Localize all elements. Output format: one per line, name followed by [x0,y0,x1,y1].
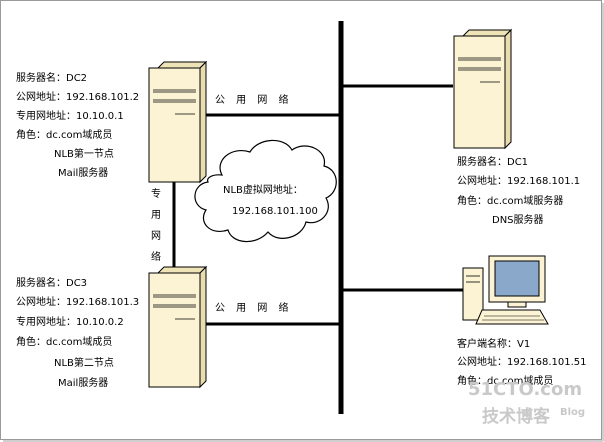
dc3-private-ip: 专用网地址：10.10.0.2 [16,317,124,328]
dc2-role: 角色：dc.com域成员 [16,130,113,141]
cloud-address: 192.168.101.100 [232,206,318,217]
v1-name: 客户端名称：V1 [457,339,531,350]
server-dc3-icon [148,265,208,389]
public-network-label-bottom: 公 用 网 络 [215,303,293,314]
v1-role: 角色：dc.com域成员 [457,376,554,387]
private-network-label-char-3: 网 [151,231,161,242]
v1-public-ip: 公网地址：192.168.101.51 [457,357,587,368]
dc3-nlb-node: NLB第二节点 [54,358,114,369]
server-dc2-icon [148,60,208,184]
dc1-service: DNS服务器 [492,215,544,226]
watermark-cn-text: 技术博客 [482,407,550,427]
private-network-label-char-1: 专 [151,189,161,200]
dc1-public-ip: 公网地址：192.168.101.1 [457,176,581,187]
dc1-role: 角色：dc.com域服务器 [457,196,564,207]
dc2-public-ip: 公网地址：192.168.101.2 [16,92,140,103]
cloud-title: NLB虚拟网地址： [223,185,303,196]
server-dc1-icon [453,28,513,150]
dc2-service: Mail服务器 [58,168,109,179]
public-network-label-top: 公 用 网 络 [215,95,293,106]
watermark-logo-text: 51CTO.com [468,379,583,400]
dc2-private-ip: 专用网地址：10.10.0.1 [16,111,124,122]
private-network-label-char-4: 络 [151,252,161,263]
dc3-service: Mail服务器 [58,378,109,389]
dc1-name: 服务器名：DC1 [457,157,529,168]
dc2-nlb-node: NLB第一节点 [54,149,114,160]
nlb-cloud [194,139,337,243]
dc3-role: 角色：dc.com域成员 [16,337,113,348]
private-network-label-char-2: 用 [151,210,161,221]
dc3-name: 服务器名：DC3 [16,278,88,289]
dc3-public-ip: 公网地址：192.168.101.3 [16,297,140,308]
client-pc-v1-icon [462,255,549,325]
dc2-name: 服务器名：DC2 [16,73,88,84]
watermark-blog-text: Blog [560,407,586,418]
